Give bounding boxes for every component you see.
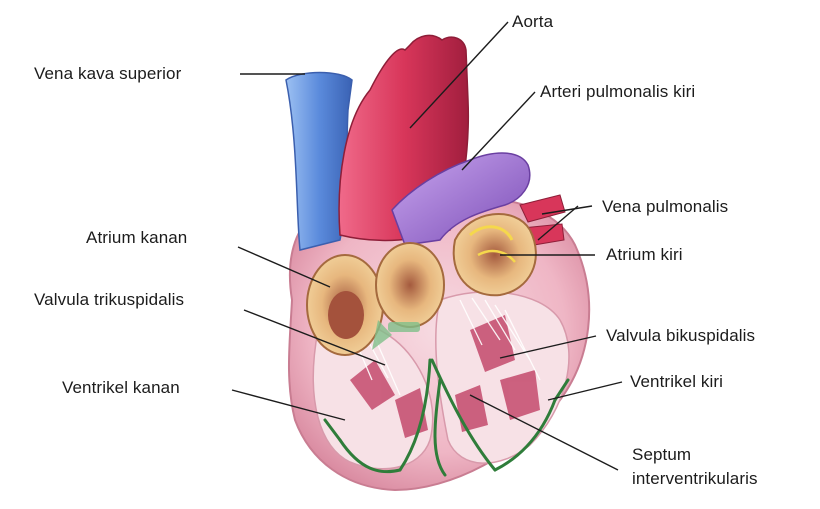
label-valvula-trikuspidalis: Valvula trikuspidalis [34, 290, 184, 310]
valve-band [388, 322, 420, 332]
right-atrium-ring [307, 255, 383, 355]
label-atrium-kiri: Atrium kiri [606, 245, 683, 265]
label-vena-kava-superior: Vena kava superior [34, 64, 181, 84]
label-ventrikel-kanan: Ventrikel kanan [62, 378, 180, 398]
label-interventrikularis: interventrikularis [632, 469, 758, 489]
label-valvula-bikuspidalis: Valvula bikuspidalis [606, 326, 755, 346]
label-aorta: Aorta [512, 12, 553, 32]
aortic-valve-ring [376, 243, 444, 327]
label-vena-pulmonalis: Vena pulmonalis [602, 197, 728, 217]
label-atrium-kanan: Atrium kanan [86, 228, 187, 248]
label-arteri-pulmonalis-kiri: Arteri pulmonalis kiri [540, 82, 695, 102]
label-septum: Septum [632, 445, 691, 465]
label-ventrikel-kiri: Ventrikel kiri [630, 372, 723, 392]
